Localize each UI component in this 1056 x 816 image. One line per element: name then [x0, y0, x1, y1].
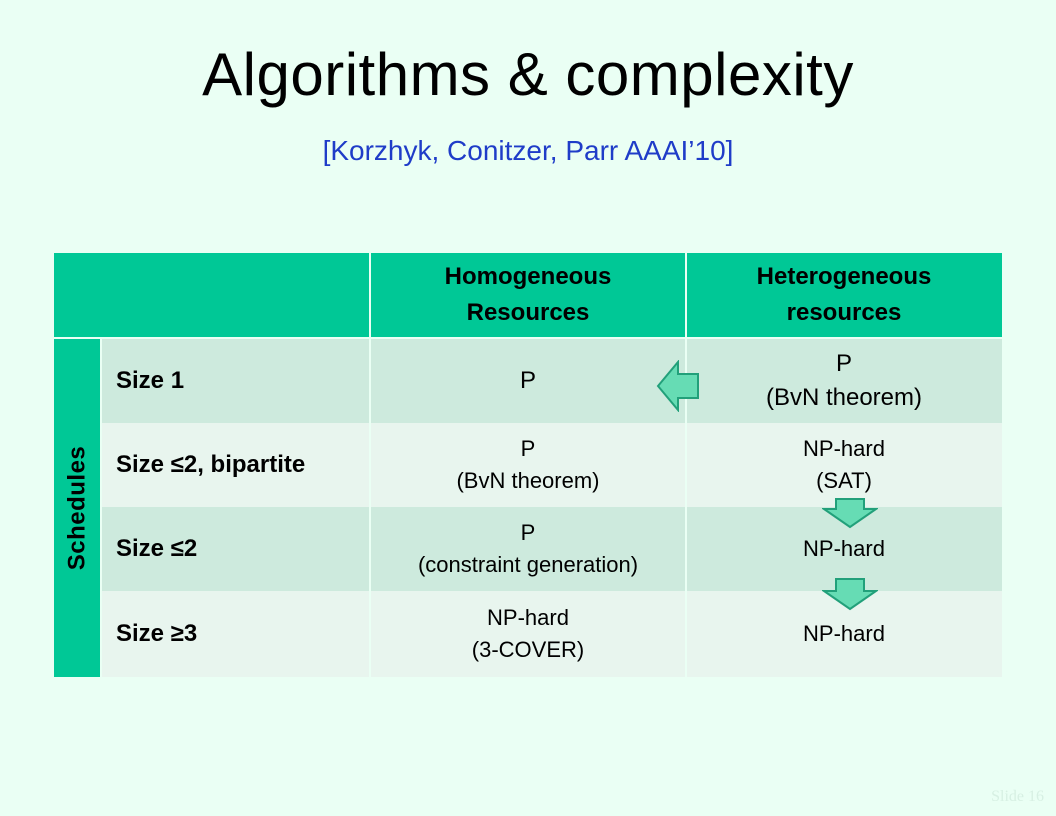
cell-homogeneous: P [370, 339, 686, 423]
cell-line1: NP-hard [803, 621, 885, 646]
header-homogeneous-line1: Homogeneous [444, 263, 612, 290]
cell-line2: (constraint generation) [417, 552, 639, 577]
left-arrow-icon [656, 360, 699, 412]
down-arrow-icon [822, 498, 878, 529]
header-heterogeneous-line1: Heterogeneous [756, 263, 932, 290]
header-homogeneous-line2: Resources [466, 299, 590, 326]
cell-line2: (BvN theorem) [456, 468, 600, 493]
column-divider [369, 253, 371, 677]
citation: [Korzhyk, Conitzer, Parr AAAI’10] [322, 135, 734, 166]
cell-heterogeneous: NP-hard (SAT) [686, 423, 1002, 507]
slide-number: Slide 16 [991, 788, 1044, 805]
row-divider [54, 337, 1002, 339]
cell-line1: NP-hard [487, 605, 569, 630]
cell-line1: P [835, 350, 852, 377]
header-heterogeneous-line2: resources [786, 299, 902, 326]
cell-heterogeneous: P (BvN theorem) [686, 339, 1002, 423]
row-label: Size ≤2, bipartite [102, 423, 370, 507]
cell-homogeneous: P (constraint generation) [370, 507, 686, 591]
column-divider [100, 339, 102, 677]
table-corner [54, 253, 370, 337]
cell-homogeneous: P (BvN theorem) [370, 423, 686, 507]
row-label: Size 1 [102, 339, 370, 423]
column-divider [685, 253, 687, 677]
down-arrow-icon [822, 578, 878, 611]
cell-line1: P [520, 436, 536, 461]
header-homogeneous: Homogeneous Resources [370, 253, 686, 337]
row-label: Size ≥3 [102, 591, 370, 677]
side-label: Schedules [63, 445, 91, 571]
cell-line1: P [520, 520, 536, 545]
side-label-cell: Schedules [54, 339, 100, 677]
cell-homogeneous: NP-hard (3-COVER) [370, 591, 686, 677]
row-label: Size ≤2 [102, 507, 370, 591]
cell-line2: (3-COVER) [471, 637, 585, 662]
cell-line2: (SAT) [816, 468, 872, 493]
slide-title: Algorithms & complexity [202, 41, 854, 108]
cell-line1: P [519, 367, 536, 394]
header-heterogeneous: Heterogeneous resources [686, 253, 1002, 337]
cell-line2: (BvN theorem) [765, 384, 923, 411]
cell-line1: NP-hard [803, 436, 885, 461]
cell-line1: NP-hard [803, 536, 885, 561]
